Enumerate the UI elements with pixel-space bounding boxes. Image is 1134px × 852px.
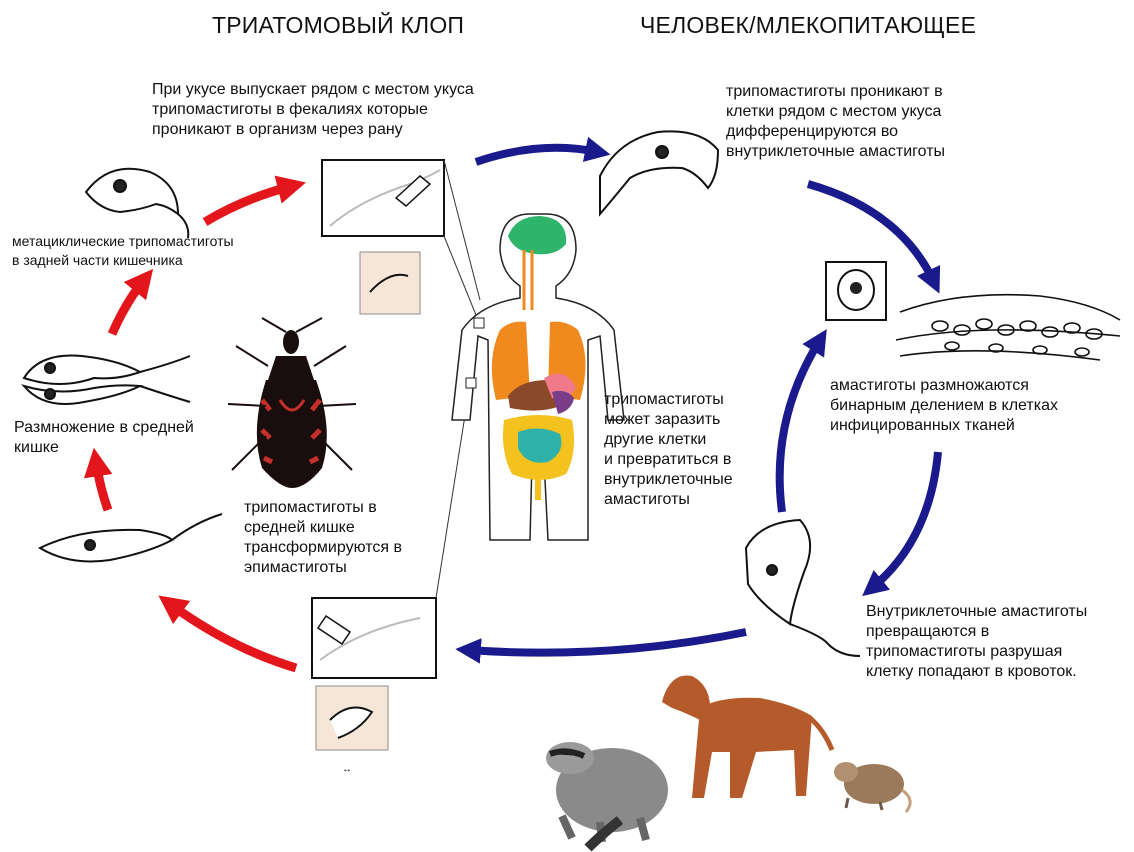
label-penetrate: трипомастиготы проникают в клетки рядом … [726,82,945,162]
blue-arrow-to-transform [872,452,938,588]
trypomastigote-top-left-icon [86,169,188,238]
blue-arrow-up-to-cell [780,340,820,512]
dog-icon [662,676,832,798]
infected-tissue-icon [896,295,1120,360]
epimastigote-dividing-icon [24,355,190,404]
red-arrow-to-reproduction [96,462,108,510]
label-tiny-arrow: ↔ [342,760,352,780]
blue-arrow-to-penetrate [476,148,598,162]
blue-arrow-to-bug [468,632,746,653]
label-midgut: трипомастиготы в средней кишке трансформ… [244,498,402,578]
trypomastigote-bloodstream-icon [746,520,860,656]
human-body-icon [452,214,624,540]
red-arrow-to-bite [205,186,292,222]
label-transform: Внутриклеточные амастиготы превращаются … [866,602,1087,682]
bite-inset-icon [322,160,480,320]
raccoon-icon [546,742,668,848]
red-arrow-to-metacyclic [112,280,144,334]
label-bite: При укусе выпускает рядом с местом укуса… [152,80,474,140]
label-infect: трипомастиготы может заразить другие кле… [604,390,733,510]
amastigote-cell-icon [826,262,886,320]
label-multiply: амастиготы размножаются бинарным деление… [830,376,1058,436]
label-metacyclic: метациклические трипомастиготы в задней … [12,232,234,270]
trypomastigote-host-icon [600,131,718,214]
triatomine-bug-icon [228,318,356,488]
red-arrow-to-epimastigote [170,604,296,668]
epimastigote-midgut-icon [40,514,222,562]
label-reproduction: Размножение в средней кишке [14,418,194,458]
opossum-icon [834,762,910,812]
